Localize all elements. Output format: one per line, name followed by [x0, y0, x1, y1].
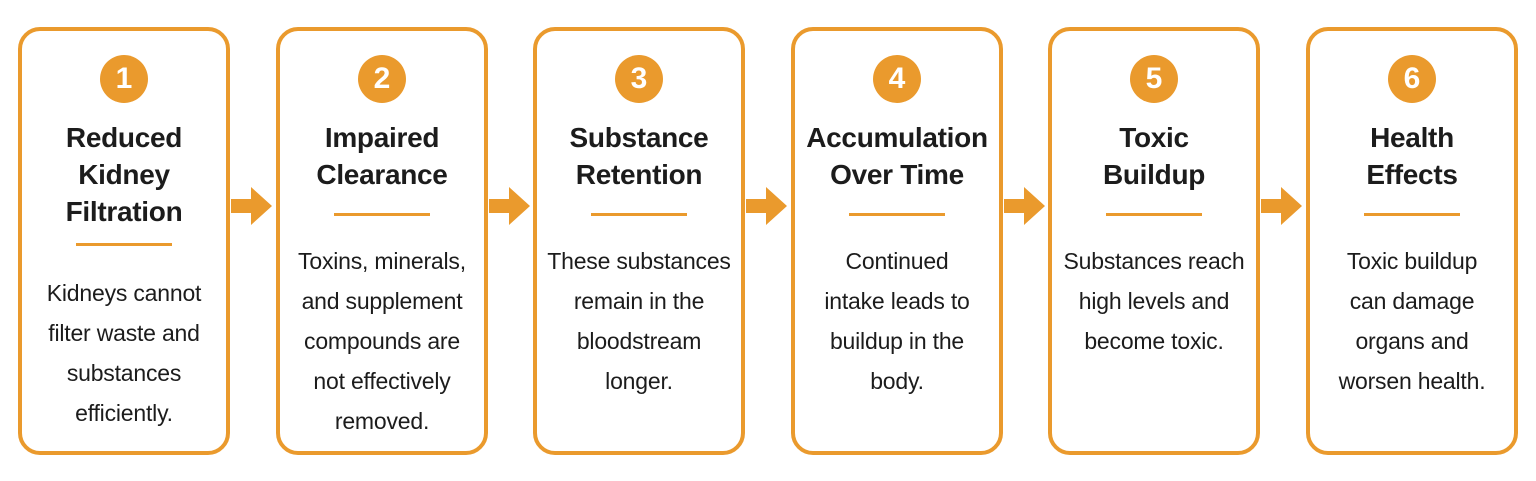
step-card-5: 5 Toxic Buildup Substances reach high le… — [1048, 27, 1260, 455]
step-card-6: 6 Health Effects Toxic buildup can damag… — [1306, 27, 1518, 455]
step-description: Kidneys cannot filter waste and substanc… — [46, 280, 202, 426]
step-number-badge: 1 — [100, 55, 148, 103]
step-divider — [1364, 213, 1460, 216]
step-divider — [591, 213, 687, 216]
step-card-4: 4 Accumulation Over Time Continued intak… — [791, 27, 1003, 455]
step-card-2: 2 Impaired Clearance Toxins, minerals, a… — [276, 27, 488, 455]
step-description: Toxins, minerals, and supplement compoun… — [298, 248, 466, 434]
step-number-badge: 2 — [358, 55, 406, 103]
step-description: Substances reach high levels and become … — [1063, 248, 1245, 354]
step-number-badge: 3 — [615, 55, 663, 103]
step-divider — [334, 213, 430, 216]
arrow-right-icon — [1261, 184, 1303, 228]
step-title: Health Effects — [1366, 122, 1458, 190]
step-title: Substance Retention — [569, 122, 709, 190]
step-title: Impaired Clearance — [316, 122, 448, 190]
step-divider — [76, 243, 172, 246]
arrow-right-icon — [231, 184, 273, 228]
step-number-badge: 6 — [1388, 55, 1436, 103]
step-card-1: 1 Reduced Kidney Filtration Kidneys cann… — [18, 27, 230, 455]
arrow-right-icon — [746, 184, 788, 228]
step-divider — [849, 213, 945, 216]
step-description: These substances remain in the bloodstre… — [547, 248, 731, 394]
arrow-right-icon — [489, 184, 531, 228]
step-divider — [1106, 213, 1202, 216]
arrow-right-icon — [1004, 184, 1046, 228]
step-number-badge: 5 — [1130, 55, 1178, 103]
step-description: Toxic buildup can damage organs and wors… — [1338, 248, 1486, 394]
step-title: Toxic Buildup — [1102, 122, 1206, 190]
step-card-3: 3 Substance Retention These substances r… — [533, 27, 745, 455]
step-title: Reduced Kidney Filtration — [65, 122, 183, 227]
step-description: Continued intake leads to buildup in the… — [824, 248, 970, 394]
step-number-badge: 4 — [873, 55, 921, 103]
step-title: Accumulation Over Time — [806, 122, 988, 190]
